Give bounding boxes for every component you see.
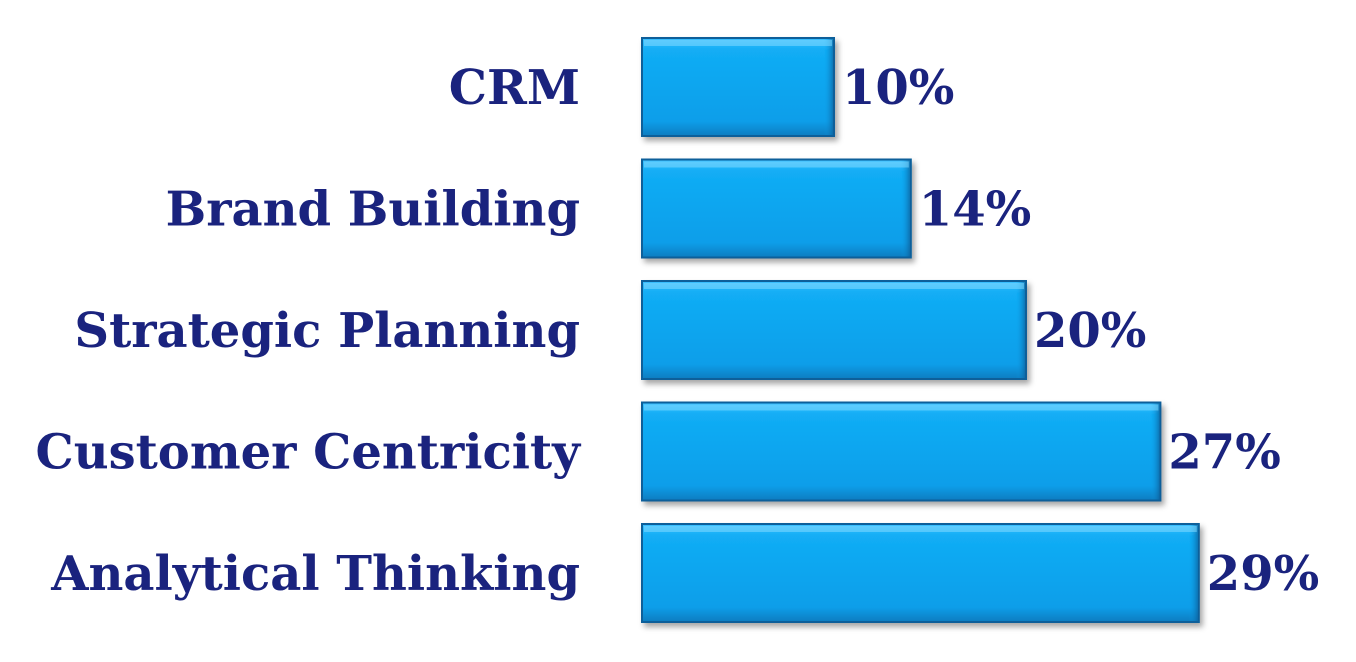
bars-layer (641, 37, 1200, 623)
bar-customer-centricity (641, 401, 1162, 502)
bar-bevel (900, 160, 910, 257)
bar-rect (641, 401, 1162, 502)
category-label-strategic-planning: Strategic Planning (74, 303, 580, 359)
bar-analytical-thinking (641, 523, 1200, 623)
bar-crm (641, 37, 835, 137)
value-label-strategic-planning: 20% (1034, 303, 1146, 359)
category-label-crm: CRM (449, 60, 580, 116)
value-label-crm: 10% (842, 60, 954, 116)
bar-rect (641, 37, 835, 137)
value-labels: 10% 14% 20% 27% 29% (842, 60, 1319, 602)
value-label-brand-building: 14% (919, 182, 1031, 238)
bar-highlight (644, 283, 1024, 289)
bar-highlight (644, 526, 1197, 532)
category-label-analytical-thinking: Analytical Thinking (50, 546, 580, 602)
category-label-customer-centricity: Customer Centricity (36, 425, 583, 481)
bar-strategic-planning (641, 280, 1027, 380)
bar-highlight (644, 161, 909, 168)
bar-rect (641, 280, 1027, 380)
value-label-analytical-thinking: 29% (1207, 546, 1319, 602)
bar-bevel (1016, 282, 1025, 378)
bar-highlight (644, 40, 832, 46)
bar-brand-building (641, 158, 912, 259)
bar-rect (641, 158, 912, 259)
bar-rect (641, 523, 1200, 623)
value-label-customer-centricity: 27% (1168, 425, 1280, 481)
bar-bevel (1188, 525, 1198, 621)
bar-highlight (644, 404, 1159, 411)
bar-bevel (1150, 403, 1160, 500)
category-label-brand-building: Brand Building (166, 182, 580, 238)
bar-bevel (824, 39, 833, 135)
